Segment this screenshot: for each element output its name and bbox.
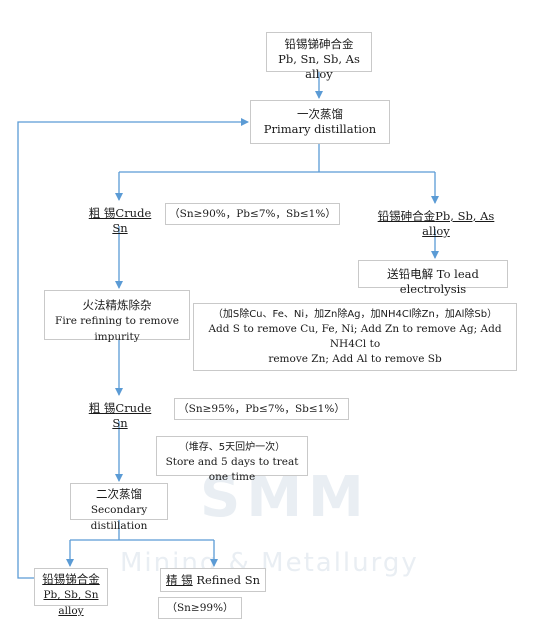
node-alloy-input: 铅锡锑砷合金 Pb, Sn, Sb, As alloy <box>266 32 372 81</box>
node-crude-tin-2-en: Crude Sn <box>112 401 152 430</box>
node-crude-tin-2: 粗 锡Crude Sn <box>84 397 156 430</box>
node-pb-alloy: 铅锡砷合金Pb, Sb, As alloy <box>368 205 504 238</box>
node-pb-alloy-zh: 铅锡砷合金 <box>377 209 436 223</box>
note-storage-en: Store and 5 days to treat one time <box>165 456 299 483</box>
note-refined-composition: （Sn≥99%） <box>158 597 242 619</box>
node-refined-tin-zh: 精 锡 <box>166 573 193 587</box>
node-secondary-distillation: 二次蒸馏 Secondary distillation <box>70 483 168 532</box>
arrow-secondary-split <box>70 520 214 541</box>
note-storage-zh: （堆存、5天回炉一次） <box>178 442 286 453</box>
node-pb-sn-alloy-zh: 铅锡锑合金 <box>42 572 100 586</box>
note-refining-additives: （加S除Cu、Fe、Ni，加Zn除Ag，加NH4Cl除Zn，加Al除Sb） Ad… <box>193 303 517 371</box>
node-electrolysis: 送铅电解 To lead electrolysis <box>358 260 508 296</box>
node-crude-tin-2-zh: 粗 锡 <box>88 401 116 415</box>
note-refining-line-2: Add S to remove Cu, Fe, Ni; Add Zn to re… <box>208 323 502 350</box>
note-storage: （堆存、5天回炉一次） Store and 5 days to treat on… <box>156 436 308 483</box>
node-fire-refining-zh: 火法精炼除杂 <box>82 298 152 312</box>
node-fire-refining: 火法精炼除杂 Fire refining to remove impurity <box>44 290 190 343</box>
node-crude-tin-1-en: Crude Sn <box>112 206 152 235</box>
note-crude-1-composition: （Sn≥90%，Pb≤7%，Sb≤1%） <box>165 203 340 225</box>
node-pb-alloy-en: Pb, Sb, As alloy <box>422 209 495 238</box>
note-refining-line-3: remove Zn; Add Al to remove Sb <box>268 353 442 365</box>
node-secondary-zh: 二次蒸馏 <box>96 487 142 501</box>
node-electrolysis-en: To lead electrolysis <box>399 267 479 296</box>
node-secondary-en: Secondary distillation <box>90 504 148 532</box>
note-refining-line-1: （加S除Cu、Fe、Ni，加Zn除Ag，加NH4Cl除Zn，加Al除Sb） <box>212 309 498 320</box>
node-crude-tin-1: 粗 锡Crude Sn <box>84 202 156 235</box>
node-primary-en: Primary distillation <box>263 122 377 136</box>
node-crude-tin-1-zh: 粗 锡 <box>88 206 116 220</box>
node-electrolysis-zh: 送铅电解 <box>387 267 434 281</box>
note-crude-2-composition: （Sn≥95%，Pb≤7%，Sb≤1%） <box>174 398 349 420</box>
node-refined-tin: 精 锡 Refined Sn <box>160 568 266 592</box>
node-pb-sn-alloy: 铅锡锑合金 Pb, Sb, Sn alloy <box>34 568 108 617</box>
arrow-primary-split <box>119 144 435 173</box>
node-pb-sn-alloy-en: Pb, Sb, Sn alloy <box>43 589 99 617</box>
node-alloy-input-zh: 铅锡锑砷合金 <box>284 37 354 51</box>
node-fire-refining-en: Fire refining to remove impurity <box>55 315 179 343</box>
arrow-recycle-loop <box>17 118 249 579</box>
node-refined-tin-en: Refined Sn <box>196 573 260 587</box>
node-alloy-input-en: Pb, Sn, Sb, As alloy <box>278 52 360 81</box>
node-primary-zh: 一次蒸馏 <box>297 107 343 121</box>
node-primary-distillation: 一次蒸馏 Primary distillation <box>250 100 390 144</box>
